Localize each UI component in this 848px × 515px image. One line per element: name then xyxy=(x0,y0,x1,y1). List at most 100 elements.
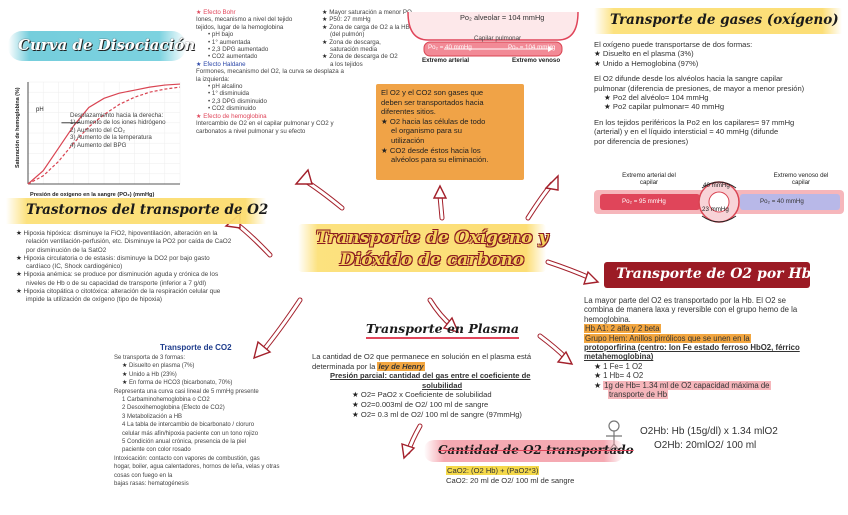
plasma-bullet: ★ O2= PaO2 x Coeficiente de solubilidad xyxy=(352,390,492,400)
hb-bullet: ★ 1 Hb= 4 O2 xyxy=(594,371,644,381)
person-icon xyxy=(606,420,622,454)
hb-text: La mayor parte del O2 es transportado po… xyxy=(584,296,842,400)
trastornos-line: cardíaco (IC, Shock cardiogénico) xyxy=(26,263,123,271)
centro-text: El O2 y el CO2 son gases que deben ser t… xyxy=(381,88,523,165)
co2-line: 4 La tabla de intercambio de bicarbonato… xyxy=(122,422,255,429)
trastornos-title-brush xyxy=(6,198,266,224)
main-title-brush xyxy=(298,224,546,272)
capilar-pulmonar-label: Capilar pulmonar xyxy=(474,35,522,42)
co2-line: Intoxicación: contacto con vapores de co… xyxy=(114,455,260,462)
dissociation-curve-chart: Saturación de hemoglobina (%) Presión de… xyxy=(15,81,181,198)
gases-intro: El oxígeno puede transportarse de dos fo… xyxy=(594,40,753,49)
gases-bullet: ★ Po2 capilar pulmonar= 40 mmHg xyxy=(604,102,725,112)
co2-line: 3 Metabolización a HB xyxy=(122,413,183,420)
plasma-para: La cantidad de O2 que permanece en soluc… xyxy=(312,352,532,361)
efectos-line: ★ Efecto Bohr xyxy=(196,9,236,16)
trastornos-line: niveles de Hb o de su capacidad de trans… xyxy=(26,279,207,287)
efectos-line: • 2,3 DPG disminuido xyxy=(208,97,267,105)
main-title-line1: Transporte de Oxígeno y xyxy=(316,228,549,248)
chart-ylabel: Saturación de hemoglobina (%) xyxy=(15,87,21,168)
hb-title-brush xyxy=(604,262,810,288)
efectos-line: • 1° aumentada xyxy=(208,38,251,46)
efectos-line: • pH bajo xyxy=(208,31,234,39)
alveolo-po2-right: Po₂ = 104 mmHg xyxy=(508,44,556,51)
gases-para: por diferencia de presiones) xyxy=(594,136,689,146)
co2-line: 2 Desoxihemoglobina (Efecto de CO2) xyxy=(122,405,225,412)
centro-box xyxy=(376,84,524,180)
alveolo-extremo-venoso: Extremo venoso xyxy=(512,57,561,64)
centro-line: alvéolos para su eliminación. xyxy=(391,155,489,165)
hb-bullet: ★ 1g de Hb= 1.34 ml de O2 capacidad máxi… xyxy=(594,380,771,390)
zonas-line: ★ Zona de descarga, xyxy=(322,38,381,46)
co2-line: 1 Carbaminohemoglobina o CO2 xyxy=(122,397,210,404)
tisular-po2-right: Po₂ = 40 mmHg xyxy=(760,198,804,205)
trastornos-item: ★ Hipoxia hipóxica: disminuye la FiO2, h… xyxy=(16,230,218,237)
curva-legend: Desplazamiento hacia la derecha: 1) Aume… xyxy=(70,112,180,149)
trastornos-line: impide la utilización de oxígeno (tipo d… xyxy=(26,296,163,304)
centro-line: El O2 y el CO2 son gases que xyxy=(381,88,484,97)
hb-hem: protoporfirina (centro: Ion Fe estado fe… xyxy=(584,343,800,353)
co2-title: Transporte de CO2 xyxy=(160,343,232,352)
curva-legend-line: 2) Aumento del CO₂ xyxy=(70,126,126,134)
alveolo-po2-left: Po₂ = 40 mmHg xyxy=(428,44,472,51)
tisular-diagram xyxy=(594,181,844,223)
zonas-line: a los tejidos xyxy=(330,60,363,68)
curva-title: Curva de Disociación xyxy=(18,36,196,54)
co2-line: hogar, boiler, agua calentadores, hornos… xyxy=(114,464,280,471)
zonas-list: ★ Mayor saturación a menor PO ★ P50: 27 … xyxy=(322,9,412,68)
centro-line: utilización xyxy=(391,135,425,145)
curva-legend-line: Desplazamiento hacia la derecha: xyxy=(70,112,164,119)
tisular-23mmhg: 23 mmHg xyxy=(702,206,729,213)
efectos-line: Iones, mecanismo a nivel del tejido xyxy=(196,16,293,24)
gases-para: El O2 difunde desde los alvéolos hacia l… xyxy=(594,74,783,84)
centro-line: el organismo para su xyxy=(391,126,462,136)
tisular-po2-left: Po₂ = 95 mmHg xyxy=(622,198,666,205)
co2-line: ★ En forma de HCO3 (bicarbonato, 70%) xyxy=(122,380,233,387)
co2-line: ★ Unido a Hb (23%) xyxy=(122,371,177,378)
curva-legend-line: 1) Aumento de los iones hidrógeno xyxy=(70,119,166,127)
alveolo-extremo-arterial: Extremo arterial xyxy=(422,57,470,64)
co2-list: Se transporta de 3 formas: ★ Disuelto en… xyxy=(114,354,296,489)
hb-formula-1: O2Hb: Hb (15g/dl) x 1.34 mlO2 xyxy=(640,426,778,437)
hb-para: La mayor parte del O2 es transportado po… xyxy=(584,296,786,305)
plasma-text: La cantidad de O2 que permanece en soluc… xyxy=(312,352,584,419)
co2-line: paciente con color rosado xyxy=(122,447,191,454)
gases-title: Transporte de gases (oxígeno) xyxy=(610,12,839,28)
plasma-pp: Presión parcial: cantidad del gas entre … xyxy=(330,371,531,381)
series-line xyxy=(27,83,181,185)
tisular-40mmhg: 40 mmHg xyxy=(703,182,730,189)
trastornos-line: relación ventilación-perfusión, etc. Dis… xyxy=(26,238,232,246)
series-line xyxy=(27,86,181,185)
efectos-line: la izquierda: xyxy=(196,75,230,83)
curva-legend-line: 4) Aumento del BPG xyxy=(70,141,127,149)
co2-line: Se transporta de 3 formas: xyxy=(114,355,186,361)
ph-label: pH xyxy=(36,107,44,113)
hb-para: hemoglobina. xyxy=(584,314,631,324)
gases-bullet: ★ Disuelto en el plasma (3%) xyxy=(594,49,694,59)
hb-hem: Grupo Hem: Anillos pirrólicos que se une… xyxy=(584,333,751,343)
centro-line: deben ser transportados hacia xyxy=(381,97,484,107)
plasma-para: determinada por la ley de Henry xyxy=(312,361,425,371)
hb-bullet: ★ 1 Fe= 1 O2 xyxy=(594,361,643,371)
tisular-extremo-arterial: Extremo arterial del capilar xyxy=(622,172,676,187)
co2-line: bajas rasas: hematogénesis xyxy=(114,481,189,488)
efectos-line: • pH alcalino xyxy=(208,83,243,91)
trastornos-item: ★ Hipoxia circulatoria o de estasis: dis… xyxy=(16,254,210,262)
main-title-line2: Dióxido de carbono xyxy=(340,250,525,270)
trastornos-item: ★ Hipoxia citopática o citotóxica: alter… xyxy=(16,288,221,296)
efectos-line: Intercambio de O2 en el capilar pulmonar… xyxy=(196,120,334,128)
cantidad-line: CaO2: 20 ml de O2/ 100 ml de sangre xyxy=(446,475,575,485)
tisular-extremo-venoso: Extremo venoso del capilar xyxy=(773,172,829,187)
centro-line: diferentes sitios. xyxy=(381,107,436,117)
zonas-line: ★ Zona de descarga de O2 xyxy=(322,53,398,61)
cantidad-title: Cantidad de O2 transportado xyxy=(438,443,634,457)
cantidad-text: CaO2: (O2 Hb) + (PaO2*3) CaO2: 20 ml de … xyxy=(446,466,626,485)
efectos-list: ★ Efecto Bohr Iones, mecanismo a nivel d… xyxy=(196,9,344,135)
hb-title: Transporte de O2 por Hb xyxy=(616,266,812,282)
trastornos-item: ★ Hipoxia anémica: se produce por dismin… xyxy=(16,271,219,279)
cantidad-title-brush xyxy=(424,440,624,462)
hb-para: combina de manera laxa y reversible con … xyxy=(584,305,798,315)
po2-alveolar: Po₂ alveolar = 104 mmHg xyxy=(460,13,545,22)
co2-line: 5 Condición anual crónica, presencia de … xyxy=(122,439,247,446)
